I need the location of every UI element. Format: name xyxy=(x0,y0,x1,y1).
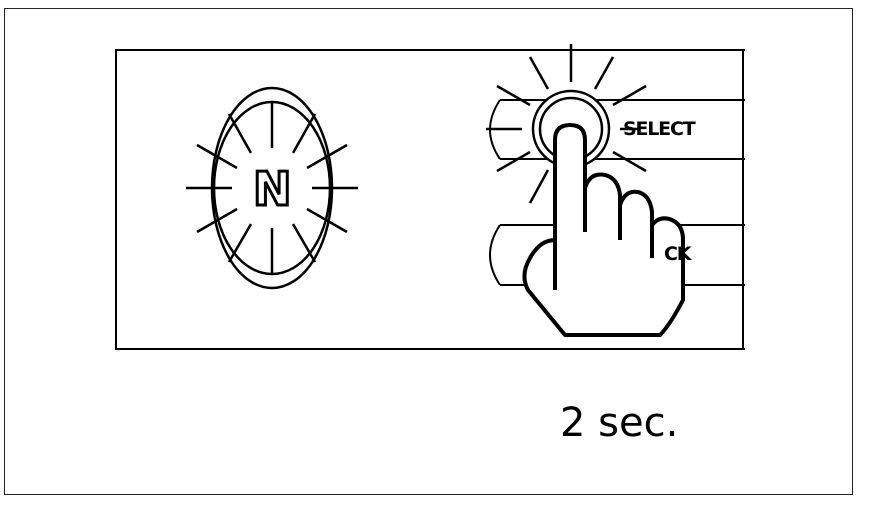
press-flash-rays xyxy=(486,44,647,204)
compass-flash-icon xyxy=(186,86,358,290)
diagram-frame xyxy=(4,8,853,495)
pointing-hand-icon xyxy=(522,123,685,337)
select-button-label: SELECT xyxy=(623,118,696,140)
display-panel xyxy=(115,49,745,350)
compass-letter: N xyxy=(252,161,293,218)
back-button-label: CK xyxy=(664,243,691,265)
duration-text: 2 sec. xyxy=(560,400,679,446)
